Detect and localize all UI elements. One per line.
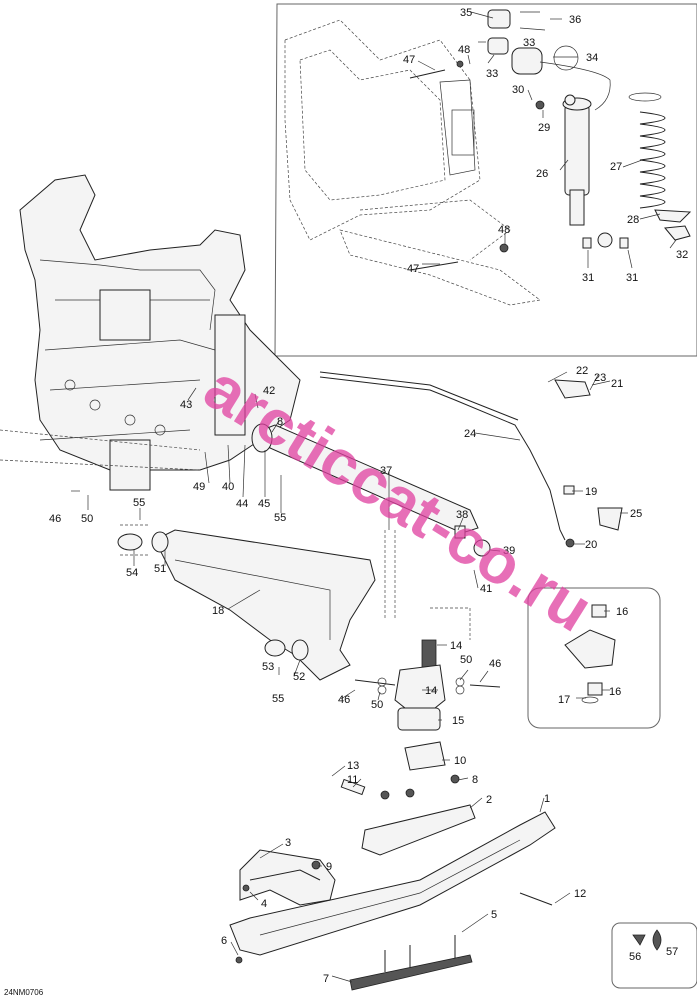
- callout-14: 14: [425, 685, 437, 697]
- callout-9: 9: [326, 861, 332, 873]
- callout-44: 44: [236, 498, 248, 510]
- callout-40: 40: [222, 481, 234, 493]
- callout-18: 18: [212, 605, 224, 617]
- callout-4: 4: [261, 898, 267, 910]
- callout-50: 50: [460, 654, 472, 666]
- callout-55: 55: [272, 693, 284, 705]
- callout-28: 28: [627, 214, 639, 226]
- callout-46: 46: [338, 694, 350, 706]
- ski-assembly: [229, 741, 556, 991]
- callout-45: 45: [258, 498, 270, 510]
- callout-39: 39: [503, 545, 515, 557]
- callout-51: 51: [154, 563, 166, 575]
- callout-2: 2: [486, 794, 492, 806]
- callout-11: 11: [347, 774, 358, 786]
- callout-19: 19: [585, 486, 597, 498]
- callout-26: 26: [536, 168, 548, 180]
- callout-37: 37: [380, 465, 392, 477]
- callout-32: 32: [676, 249, 688, 261]
- callout-48: 48: [498, 224, 510, 236]
- callout-27: 27: [610, 161, 622, 173]
- callout-13: 13: [347, 760, 359, 772]
- callout-22: 22: [576, 365, 588, 377]
- lubricant-inset: [611, 922, 697, 989]
- callout-24: 24: [464, 428, 476, 440]
- callout-42: 42: [263, 385, 275, 397]
- callout-35: 35: [460, 7, 472, 19]
- callout-16: 16: [616, 606, 628, 618]
- callout-10: 10: [454, 755, 466, 767]
- callout-46: 46: [489, 658, 501, 670]
- callout-36: 36: [569, 14, 581, 26]
- callout-5: 5: [491, 909, 497, 921]
- callout-56: 56: [629, 951, 641, 963]
- front-frame: [0, 174, 301, 491]
- callout-34: 34: [586, 52, 598, 64]
- callout-23: 23: [594, 372, 606, 384]
- callout-14: 14: [450, 640, 462, 652]
- callout-12: 12: [574, 888, 586, 900]
- callout-31: 31: [626, 272, 638, 284]
- callout-43: 43: [180, 399, 192, 411]
- spindle: [354, 607, 501, 731]
- callout-8: 8: [277, 416, 283, 428]
- shock-assembly-inset: [274, 3, 697, 357]
- a-arm: [117, 524, 376, 681]
- callout-1: 1: [544, 793, 550, 805]
- leader-lines: [71, 11, 677, 983]
- callout-15: 15: [452, 715, 464, 727]
- callout-20: 20: [585, 539, 597, 551]
- callout-50: 50: [371, 699, 383, 711]
- callout-29: 29: [538, 122, 550, 134]
- callout-46: 46: [49, 513, 61, 525]
- callout-21: 21: [611, 378, 623, 390]
- callout-48: 48: [458, 44, 470, 56]
- callout-47: 47: [407, 263, 419, 275]
- callout-55: 55: [133, 497, 145, 509]
- callout-labels: 35 36 33 48 47 34 33 30 29 26 27 28 48 3…: [49, 7, 688, 985]
- spindle-bushing-inset: [527, 587, 661, 729]
- callout-50: 50: [81, 513, 93, 525]
- callout-54: 54: [126, 567, 138, 579]
- callout-17: 17: [558, 694, 570, 706]
- callout-38: 38: [456, 509, 468, 521]
- callout-16: 16: [609, 686, 621, 698]
- callout-6: 6: [221, 935, 227, 947]
- callout-33: 33: [523, 37, 535, 49]
- callout-30: 30: [512, 84, 524, 96]
- callout-41: 41: [480, 583, 492, 595]
- callout-47: 47: [403, 54, 415, 66]
- tie-rod: [251, 423, 491, 620]
- callout-25: 25: [630, 508, 642, 520]
- callout-53: 53: [262, 661, 274, 673]
- callout-49: 49: [193, 481, 205, 493]
- stabilizer-bar: [319, 371, 623, 548]
- callout-57: 57: [666, 946, 678, 958]
- callout-3: 3: [285, 837, 291, 849]
- callout-33: 33: [486, 68, 498, 80]
- callout-8: 8: [472, 774, 478, 786]
- diagram-code: 24NM0706: [4, 988, 44, 997]
- callout-52: 52: [293, 671, 305, 683]
- callout-55: 55: [274, 512, 286, 524]
- callout-31: 31: [582, 272, 594, 284]
- callout-7: 7: [323, 973, 329, 985]
